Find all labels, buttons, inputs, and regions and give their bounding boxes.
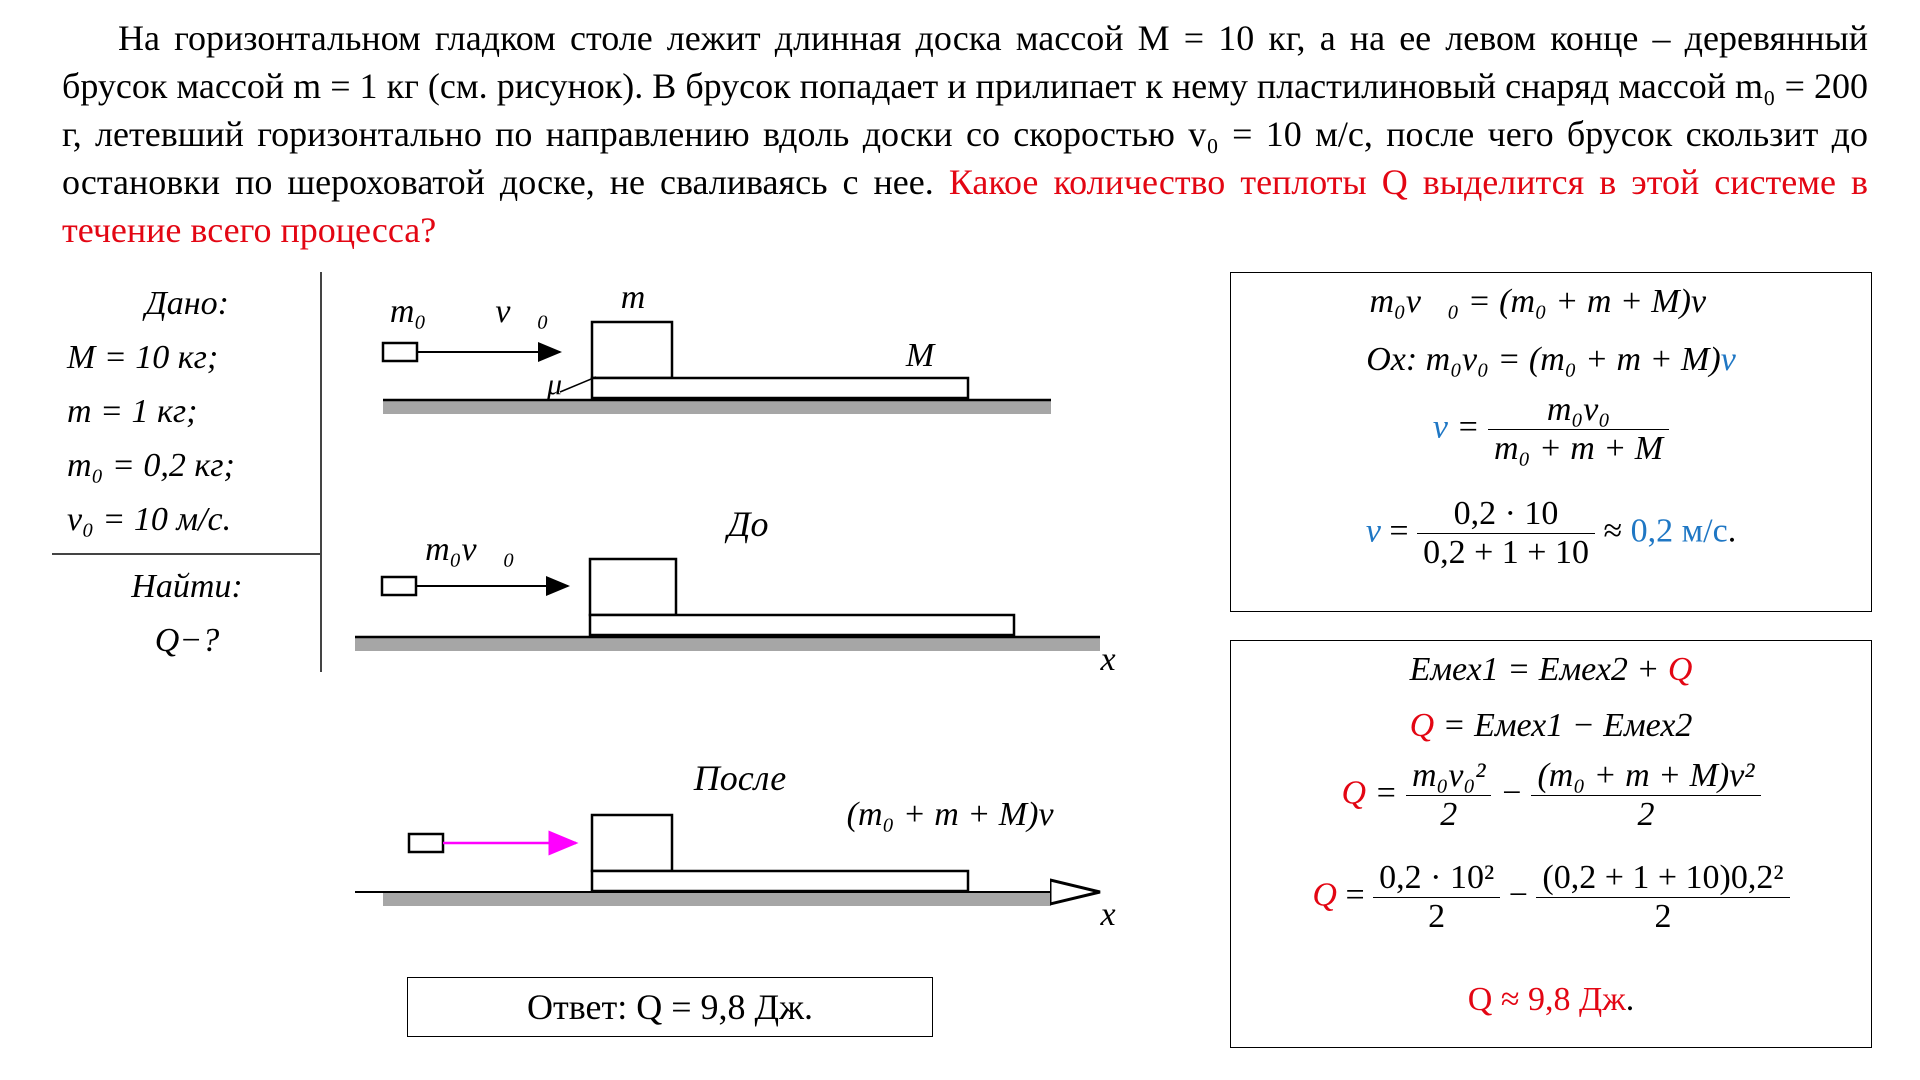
answer-box: Ответ: Q = 9,8 Дж. — [407, 977, 933, 1037]
board-shape — [590, 376, 970, 400]
heat-result: Q ≈ 9,8 Дж. — [1467, 981, 1635, 1018]
problem-statement: На горизонтальном гладком столе лежит дл… — [62, 14, 1868, 254]
block-shape — [588, 557, 678, 617]
mu-leader — [559, 376, 597, 393]
axis-x-label: x — [1099, 896, 1115, 930]
find-value: Q−? — [154, 622, 220, 659]
figures: m₀ v⃗₀ m M μ До m₀v⃗₀ x После (m₀ + m + … — [355, 279, 1116, 930]
table-surface — [383, 400, 1051, 414]
label-m: m — [621, 279, 646, 316]
given-line: v₀ = 10 м/с. — [67, 501, 232, 538]
board-shape — [590, 869, 970, 893]
problem-text: На горизонтальном гладком столе лежит дл… — [62, 18, 1868, 202]
table-surface — [355, 637, 1100, 651]
problem-question: Какое количество теплоты Q выделится в э… — [62, 162, 1869, 250]
heat-expression: Q = Eмех1 − Eмех2 — [1409, 707, 1693, 744]
find-heading: Найти: — [131, 568, 243, 605]
projectile-shape — [380, 575, 418, 597]
given-line: M = 10 кг; — [67, 339, 219, 376]
after-momentum-label: (m₀ + m + M)v⃗ — [847, 796, 1080, 833]
answer-text: Ответ: Q = 9,8 Дж. — [527, 987, 813, 1027]
velocity-symbol: v — [1720, 341, 1736, 378]
velocity-result: 0,2 м/с — [1630, 512, 1728, 550]
energy-solution-box: Eмех1 = Eмех2 + Q Q = Eмех1 − Eмех2 Q = … — [1230, 640, 1872, 1048]
table-surface — [383, 892, 1051, 906]
before-title: До — [725, 504, 769, 544]
axis-x-label: x — [1099, 641, 1115, 678]
given-block: Дано: M = 10 кг; m = 1 кг; m₀ = 0,2 кг; … — [52, 285, 322, 675]
block-shape — [590, 320, 674, 380]
energy-balance: Eмех1 = Eмех2 + Q — [1409, 651, 1693, 688]
label-M: M — [905, 337, 936, 374]
block-shape — [590, 813, 674, 873]
projectile-shape — [407, 832, 445, 854]
figure-before: До m₀v⃗₀ x — [355, 504, 1116, 678]
label-m0: m₀ — [390, 293, 426, 330]
figure-setup: m₀ v⃗₀ m M μ — [381, 279, 1051, 414]
momentum-solution-box: m₀v⃗₀ = (m₀ + m + M)v⃗ Ox: m₀v₀ = (m₀ + … — [1230, 272, 1872, 612]
momentum-projection: Ox: m₀v₀ = (m₀ + m + M)v — [1366, 341, 1736, 378]
label-v0: v⃗₀ — [495, 293, 548, 330]
projectile-shape — [381, 341, 419, 363]
given-line: m₀ = 0,2 кг; — [67, 447, 235, 484]
given-line: m = 1 кг; — [67, 393, 198, 430]
after-title: После — [693, 758, 787, 798]
momentum-vector-equation: m₀v⃗₀ = (m₀ + m + M)v⃗ — [1369, 283, 1733, 320]
given-heading: Дано: — [145, 285, 229, 322]
board-shape — [588, 613, 1016, 637]
figure-after: После (m₀ + m + M)v⃗ x — [355, 758, 1116, 930]
before-momentum-label: m₀v⃗₀ — [425, 531, 515, 568]
label-mu: μ — [546, 368, 562, 401]
given-divider-horizontal — [52, 553, 322, 555]
given-divider-vertical — [320, 272, 322, 672]
